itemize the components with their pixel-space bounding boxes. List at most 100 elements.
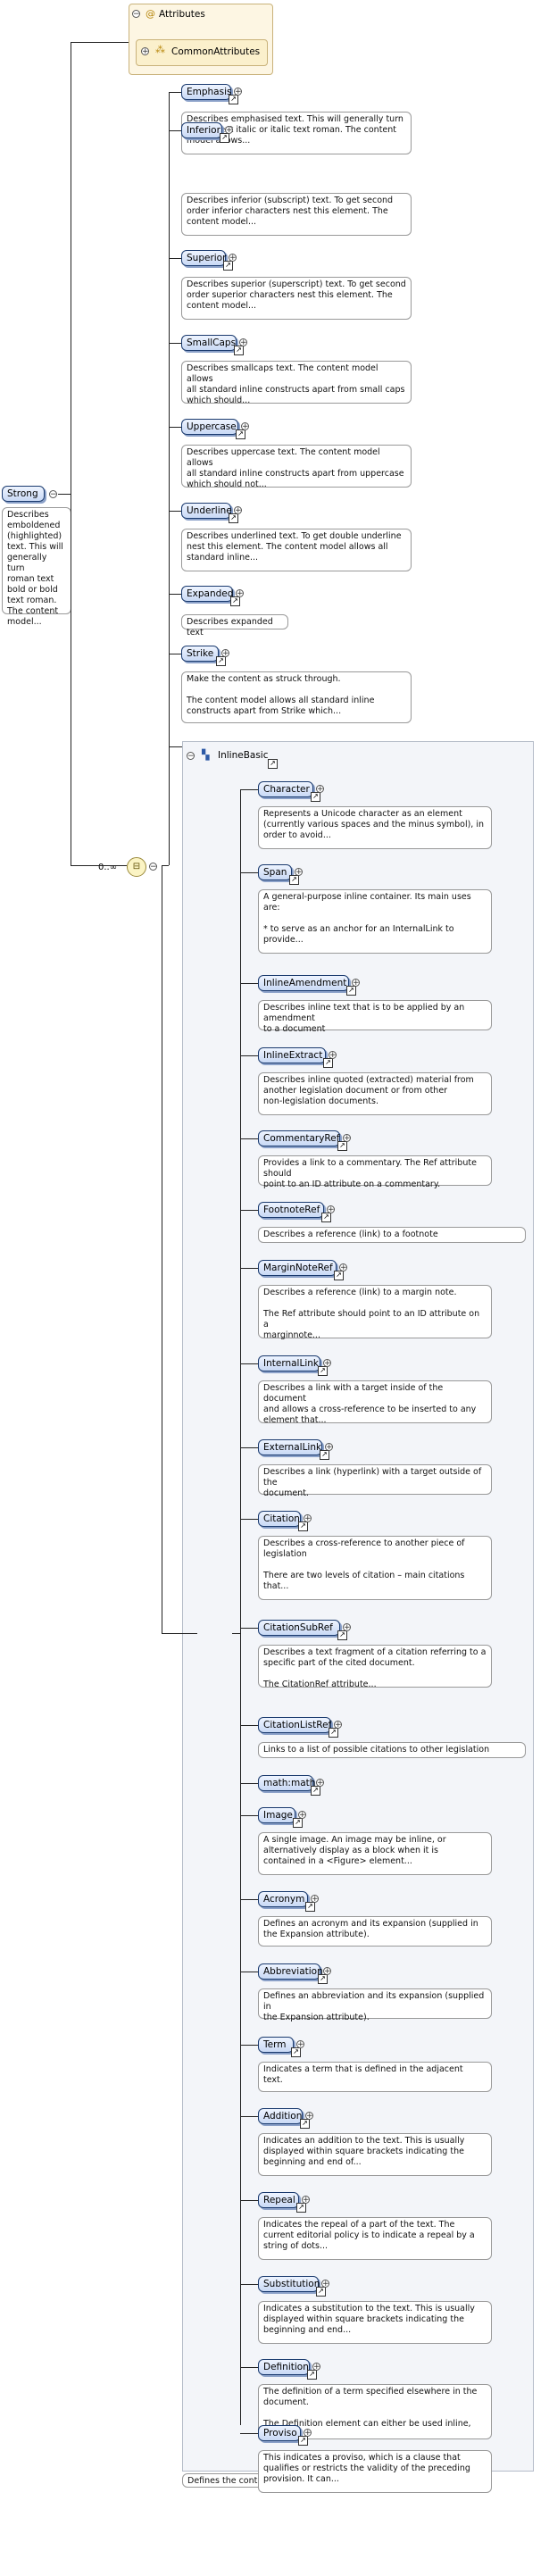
- common-attributes-expand-icon[interactable]: +: [141, 47, 149, 56]
- type-link-icon[interactable]: ↗: [223, 261, 233, 271]
- expand-icon[interactable]: +: [316, 785, 324, 794]
- item-inlineextract-element[interactable]: InlineExtract↗: [258, 1047, 333, 1068]
- expand-icon[interactable]: +: [229, 254, 237, 263]
- expand-icon[interactable]: +: [239, 338, 247, 347]
- item-citationsubref-element[interactable]: CitationSubRef↗: [258, 1620, 347, 1640]
- group-connector: [169, 746, 182, 747]
- expand-icon[interactable]: +: [304, 2429, 312, 2438]
- expand-icon[interactable]: +: [234, 88, 242, 96]
- type-link-icon[interactable]: ↗: [318, 1974, 328, 1984]
- item-commentaryref-element[interactable]: CommentaryRef↗: [258, 1130, 347, 1151]
- type-link-icon[interactable]: ↗: [321, 1213, 331, 1222]
- expand-icon[interactable]: +: [321, 2280, 329, 2288]
- expand-icon[interactable]: +: [329, 1051, 337, 1060]
- item-acronym-element[interactable]: Acronym↗: [258, 1891, 315, 1912]
- child-emphasis-element[interactable]: Emphasis↗: [181, 84, 238, 104]
- type-link-icon[interactable]: ↗: [329, 1728, 338, 1738]
- expand-icon[interactable]: +: [323, 1967, 331, 1976]
- attributes-collapse-icon[interactable]: −: [132, 10, 140, 19]
- expand-icon[interactable]: +: [312, 2363, 320, 2372]
- expand-icon[interactable]: +: [234, 506, 242, 515]
- group-collapse-icon[interactable]: −: [187, 752, 195, 761]
- type-link-icon[interactable]: ↗: [236, 429, 245, 439]
- type-link-icon[interactable]: ↗: [298, 2436, 308, 2446]
- type-link-icon[interactable]: ↗: [307, 2370, 317, 2380]
- item-inlineamendment-element[interactable]: InlineAmendment↗: [258, 975, 356, 996]
- type-link-icon[interactable]: ↗: [337, 1630, 347, 1640]
- common-attributes-box[interactable]: [136, 39, 268, 66]
- item-citation-element[interactable]: Citation↗: [258, 1511, 308, 1531]
- type-link-icon[interactable]: ↗: [216, 656, 226, 666]
- item-abbreviation-element[interactable]: Abbreviation↗: [258, 1963, 328, 1984]
- item-span-element[interactable]: Span↗: [258, 864, 299, 885]
- child-uppercase-element[interactable]: Uppercase↗: [181, 419, 245, 439]
- type-link-icon[interactable]: ↗: [291, 2047, 301, 2057]
- expand-icon[interactable]: +: [352, 979, 360, 988]
- expand-icon[interactable]: +: [302, 2196, 310, 2205]
- expand-icon[interactable]: +: [334, 1721, 342, 1730]
- type-link-icon[interactable]: ↗: [311, 1786, 320, 1796]
- item-connector: [240, 1519, 258, 1520]
- expand-icon[interactable]: +: [316, 1779, 324, 1788]
- type-link-icon[interactable]: ↗: [296, 2203, 306, 2213]
- item-internallink-element[interactable]: InternalLink↗: [258, 1355, 328, 1376]
- item-marginnoteref-element[interactable]: MarginNoteRef↗: [258, 1260, 344, 1280]
- type-link-icon[interactable]: ↗: [334, 1271, 344, 1280]
- type-link-icon[interactable]: ↗: [320, 1450, 329, 1460]
- expand-icon[interactable]: +: [343, 1134, 351, 1143]
- expand-icon[interactable]: +: [343, 1623, 351, 1632]
- expand-icon[interactable]: +: [311, 1895, 319, 1904]
- type-link-icon[interactable]: ↗: [229, 513, 238, 523]
- expand-icon[interactable]: +: [298, 1811, 306, 1820]
- item-addition-element[interactable]: Addition↗: [258, 2108, 310, 2129]
- child-expanded-element[interactable]: Expanded↗: [181, 586, 240, 606]
- type-link-icon[interactable]: ↗: [220, 133, 229, 143]
- type-link-icon[interactable]: ↗: [323, 1058, 333, 1068]
- root-element-strong[interactable]: Strong: [2, 486, 45, 502]
- type-link-icon[interactable]: ↗: [311, 792, 320, 802]
- expand-icon[interactable]: +: [236, 589, 244, 598]
- type-link-icon[interactable]: ↗: [293, 1818, 303, 1828]
- sequence-collapse-icon[interactable]: −: [149, 863, 157, 871]
- item-image-element[interactable]: Image↗: [258, 1807, 303, 1828]
- type-link-icon[interactable]: ↗: [230, 596, 240, 606]
- type-link-icon[interactable]: ↗: [234, 346, 244, 355]
- type-link-icon[interactable]: ↗: [298, 1521, 308, 1531]
- child-inferior-element[interactable]: Inferior↗: [181, 122, 229, 143]
- item-character-element[interactable]: Character↗: [258, 781, 320, 802]
- item-math-math-element[interactable]: math:math↗: [258, 1775, 320, 1796]
- expand-icon[interactable]: +: [225, 126, 233, 135]
- type-link-icon[interactable]: ↗: [346, 986, 356, 996]
- item-definition-element[interactable]: Definition↗: [258, 2359, 317, 2380]
- group-link-icon[interactable]: ↗: [268, 759, 278, 769]
- type-link-icon[interactable]: ↗: [316, 2287, 326, 2297]
- expand-icon[interactable]: +: [339, 1263, 347, 1272]
- expand-icon[interactable]: +: [221, 649, 229, 658]
- child-smallcaps-element[interactable]: SmallCaps↗: [181, 335, 244, 355]
- expand-icon[interactable]: +: [305, 2112, 313, 2121]
- child-underline-element[interactable]: Underline↗: [181, 503, 238, 523]
- expand-icon[interactable]: +: [325, 1443, 333, 1452]
- root-collapse-icon[interactable]: −: [49, 490, 57, 499]
- type-link-icon[interactable]: ↗: [289, 875, 299, 885]
- expand-icon[interactable]: +: [296, 2040, 304, 2049]
- item-externallink-element[interactable]: ExternalLink↗: [258, 1439, 329, 1460]
- child-superior-element[interactable]: Superior↗: [181, 250, 233, 271]
- item-repeal-element[interactable]: Repeal↗: [258, 2192, 306, 2213]
- item-term-element[interactable]: Term↗: [258, 2037, 301, 2057]
- expand-icon[interactable]: +: [295, 868, 303, 877]
- expand-icon[interactable]: +: [327, 1205, 335, 1214]
- child-strike-element[interactable]: Strike↗: [181, 646, 226, 666]
- type-link-icon[interactable]: ↗: [337, 1141, 347, 1151]
- item-citationlistref-element[interactable]: CitationListRef↗: [258, 1717, 338, 1738]
- item-footnoteref-element[interactable]: FootnoteRef↗: [258, 1202, 331, 1222]
- type-link-icon[interactable]: ↗: [300, 2119, 310, 2129]
- expand-icon[interactable]: +: [304, 1514, 312, 1523]
- item-substitution-element[interactable]: Substitution↗: [258, 2276, 326, 2297]
- item-proviso-element[interactable]: Proviso↗: [258, 2425, 308, 2446]
- expand-icon[interactable]: +: [241, 422, 249, 431]
- expand-icon[interactable]: +: [323, 1359, 331, 1368]
- type-link-icon[interactable]: ↗: [318, 1366, 328, 1376]
- type-link-icon[interactable]: ↗: [229, 95, 238, 104]
- type-link-icon[interactable]: ↗: [305, 1902, 315, 1912]
